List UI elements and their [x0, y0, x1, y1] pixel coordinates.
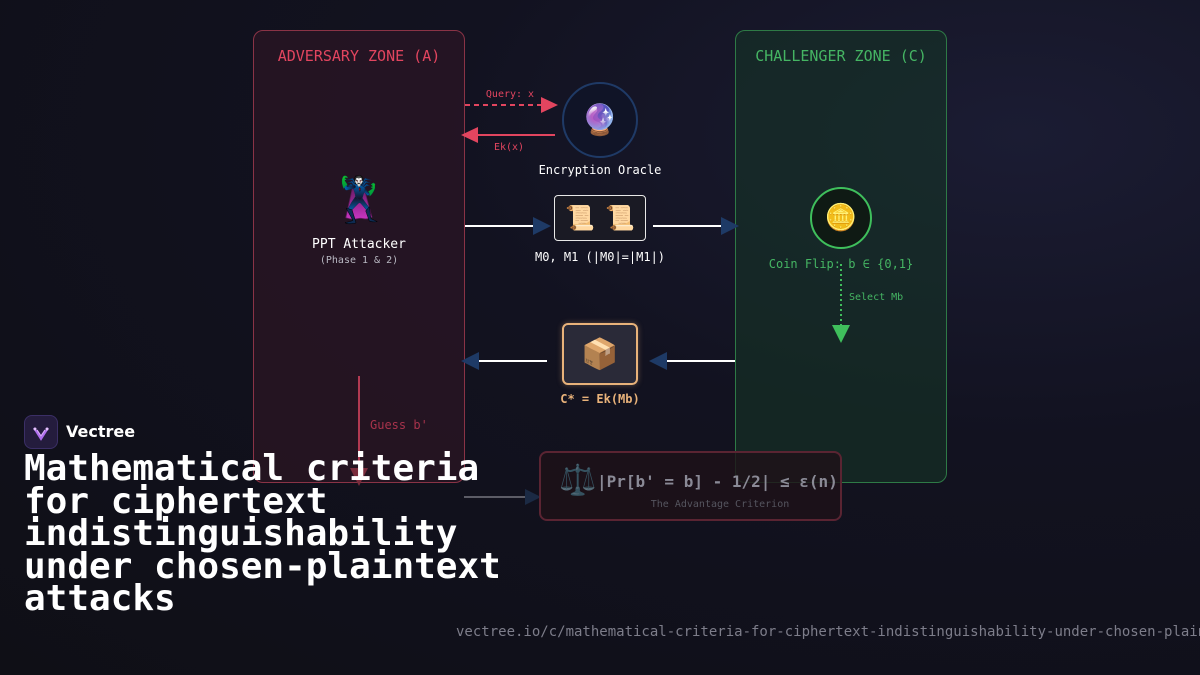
- messages-box: 📜 📜: [554, 195, 646, 241]
- page-url[interactable]: vectree.io/c/mathematical-criteria-for-c…: [456, 624, 1200, 640]
- guess-label: Guess b': [370, 418, 428, 432]
- supervillain-icon: 🦹: [331, 175, 387, 226]
- page-title: Mathematical criteria for ciphertext ind…: [24, 448, 501, 619]
- scroll-icon: 📜: [565, 204, 595, 232]
- criterion-arrowhead: [525, 489, 541, 505]
- coin-label: Coin Flip: b ∈ {0,1}: [768, 257, 914, 271]
- challenger-zone-title: CHALLENGER ZONE (C): [755, 47, 927, 65]
- crystal-ball-icon: 🔮: [581, 102, 619, 138]
- ciphertext-label: C* = Ek(Mb): [560, 392, 640, 406]
- encryption-oracle: 🔮: [562, 82, 638, 158]
- response-label: Ek(x): [493, 142, 525, 153]
- select-mb-arrowhead: [832, 325, 850, 343]
- query-arrowhead: [541, 97, 558, 113]
- cipher-to-adversary-arrowhead: [461, 352, 479, 370]
- coin-icon: 🪙: [824, 203, 858, 233]
- response-arrowhead: [461, 127, 478, 143]
- balance-scale-icon: ⚖️: [559, 463, 597, 498]
- select-mb-label: Select Mb: [849, 292, 904, 303]
- advantage-criterion-box: [539, 451, 842, 521]
- adversary-zone-title: ADVERSARY ZONE (A): [277, 47, 441, 65]
- attacker-label: PPT Attacker: [312, 237, 406, 252]
- criterion-formula: |Pr[b' = b] - 1/2| ≤ ε(n): [597, 472, 838, 491]
- criterion-caption: The Advantage Criterion: [650, 499, 790, 510]
- oracle-label: Encryption Oracle: [538, 163, 662, 177]
- vectree-logo-icon: [24, 415, 58, 449]
- attacker-sublabel: (Phase 1 & 2): [319, 255, 399, 266]
- query-label: Query: x: [485, 89, 535, 100]
- messages-to-box-arrowhead: [533, 217, 551, 235]
- coin-flip: 🪙: [810, 187, 872, 249]
- scroll-icon: 📜: [605, 204, 635, 232]
- ciphertext-box: 📦: [562, 323, 638, 385]
- brand-name: Vectree: [66, 422, 136, 441]
- package-icon: 📦: [581, 336, 619, 372]
- challenger-to-cipher-arrowhead: [649, 352, 667, 370]
- box-to-challenger-arrowhead: [721, 217, 739, 235]
- messages-label: M0, M1 (|M0|=|M1|): [534, 250, 666, 264]
- challenger-zone: CHALLENGER ZONE (C): [735, 30, 947, 483]
- guess-arrowhead: [350, 468, 368, 486]
